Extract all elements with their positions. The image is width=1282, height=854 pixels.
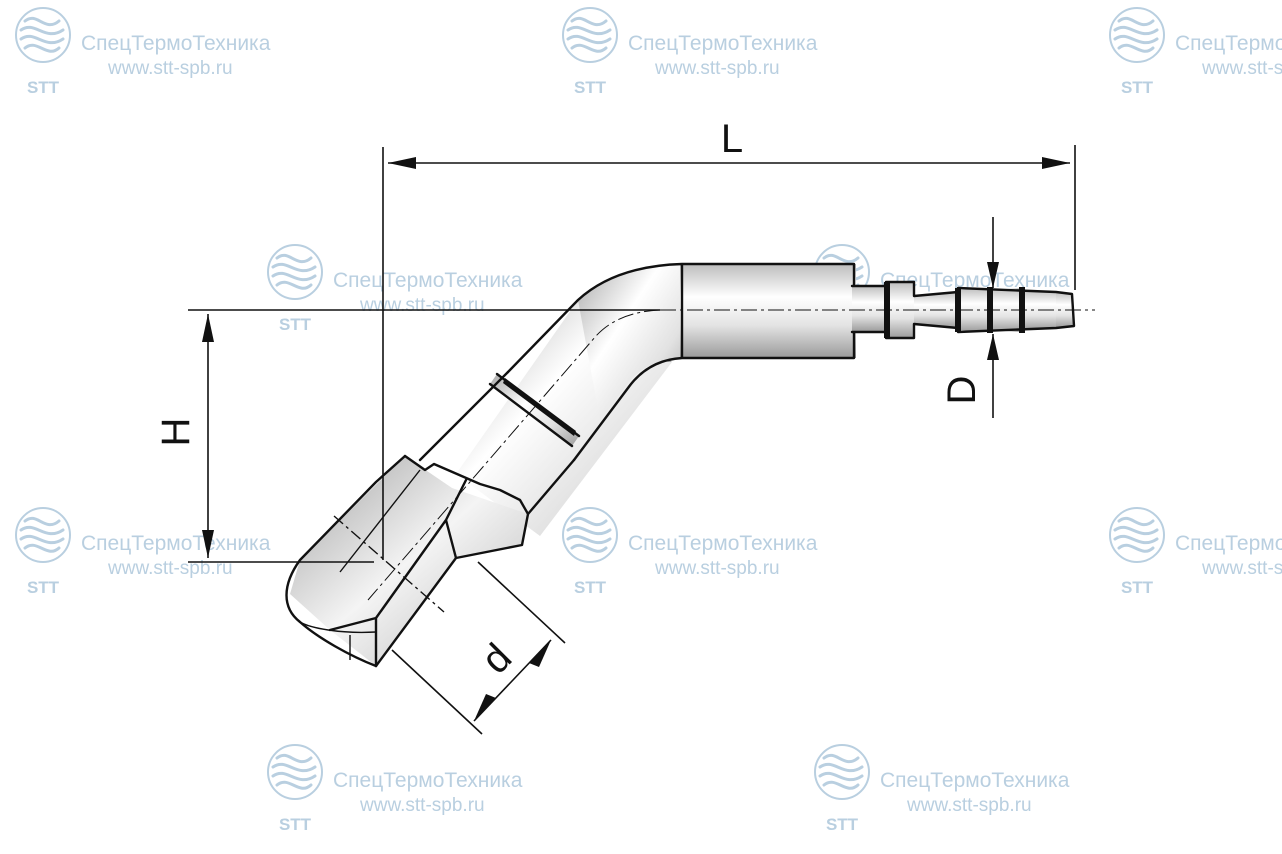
watermark-logo-text: STT <box>27 578 60 597</box>
watermark-site: www.stt-spb.ru <box>107 58 233 79</box>
watermark-logo-text: STT <box>574 578 607 597</box>
stt-logo-icon <box>14 506 72 564</box>
stt-logo-icon <box>1108 506 1166 564</box>
watermark-logo-text: STT <box>574 78 607 97</box>
watermark-company: СпецТермоТехника <box>81 32 271 55</box>
stt-logo-icon <box>813 743 871 801</box>
dimension-label-inner-diameter: d <box>473 635 520 682</box>
watermark: STT СпецТермоТехника www.stt-spb.ru <box>561 6 818 97</box>
watermark: STT СпецТермоТехника www.stt-spb.ru <box>813 743 1070 834</box>
watermark-site: www.stt-spb.ru <box>359 295 485 316</box>
watermark-site: www.stt-spb.ru <box>1201 558 1282 579</box>
watermark-site: www.stt-spb.ru <box>654 558 780 579</box>
watermark-company: СпецТермоТехника <box>628 32 818 55</box>
dimension-label-height: H <box>154 418 198 447</box>
dimension-label-outer-diameter: D <box>940 376 984 405</box>
watermark-logo-text: STT <box>279 815 312 834</box>
watermark-company: СпецТермоТехника <box>880 269 1070 292</box>
watermark: STT СпецТермоТехника www.stt-spb.ru <box>1108 506 1282 597</box>
watermark: STT СпецТермоТехника www.stt-spb.ru <box>14 506 271 597</box>
stt-logo-icon <box>1108 6 1166 64</box>
watermark: STT СпецТермоТехника www.stt-spb.ru <box>1108 6 1282 97</box>
watermark-company: СпецТермоТехника <box>880 769 1070 792</box>
watermark-site: www.stt-spb.ru <box>1201 58 1282 79</box>
watermark-company: СпецТермоТехника <box>333 769 523 792</box>
watermark-company: СпецТермоТехника <box>81 532 271 555</box>
stt-logo-icon <box>266 243 324 301</box>
watermark: STT СпецТермоТехника www.stt-spb.ru <box>14 6 271 97</box>
watermark-company: СпецТермоТехника <box>628 532 818 555</box>
watermark-company: СпецТермоТехника <box>1175 32 1282 55</box>
watermark-site: www.stt-spb.ru <box>654 58 780 79</box>
fitting-body <box>418 262 856 536</box>
watermark: STT СпецТермоТехника www.stt-spb.ru <box>266 743 523 834</box>
watermark-logo-text: STT <box>1121 78 1154 97</box>
dimension-lines <box>188 145 1076 735</box>
watermark: STT СпецТермоТехника www.stt-spb.ru <box>266 243 523 334</box>
stt-logo-icon <box>561 6 619 64</box>
watermark: STT СпецТермоТехника www.stt-spb.ru <box>561 506 818 597</box>
watermark-site: www.stt-spb.ru <box>906 795 1032 816</box>
watermark-logo-text: STT <box>27 78 60 97</box>
watermark-layer: STTСпецТермоТехникаwww.stt-spb.ruSTTСпец… <box>14 6 1282 834</box>
watermark-logo-text: STT <box>1121 578 1154 597</box>
watermark-company: СпецТермоТехника <box>333 269 523 292</box>
stt-logo-icon <box>561 506 619 564</box>
dimension-label-length: L <box>721 117 743 161</box>
stt-logo-icon <box>266 743 324 801</box>
watermark-site: www.stt-spb.ru <box>107 558 233 579</box>
watermark-logo-text: STT <box>826 815 859 834</box>
watermark-logo-text: STT <box>279 315 312 334</box>
nut <box>285 454 530 668</box>
watermark-company: СпецТермоТехника <box>1175 532 1282 555</box>
stt-logo-icon <box>14 6 72 64</box>
watermark-site: www.stt-spb.ru <box>359 795 485 816</box>
